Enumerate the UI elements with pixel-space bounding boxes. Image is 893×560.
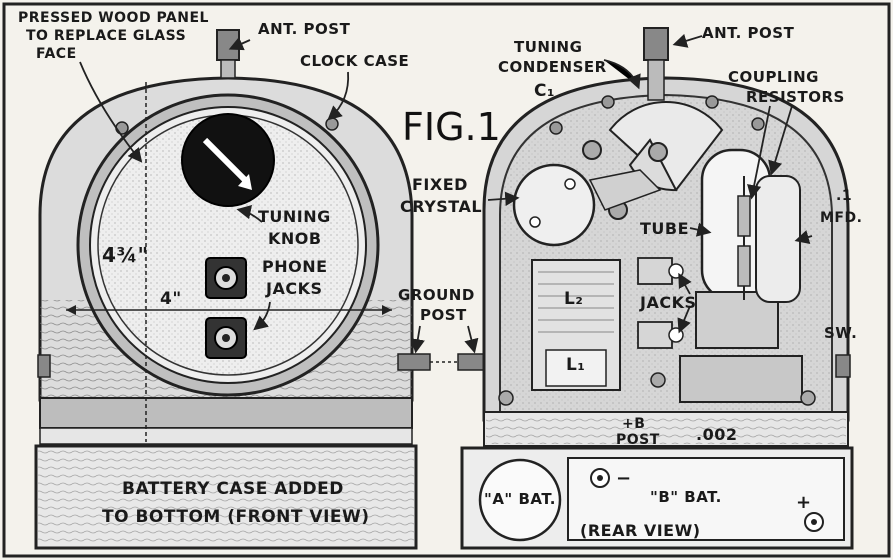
tube-label: TUBE	[640, 219, 689, 238]
ground-post	[397, 325, 491, 371]
capacitor-01mfd	[755, 175, 801, 303]
front-view	[34, 29, 418, 550]
tuning-condenser-label-line3: C₁	[534, 81, 555, 101]
plus-sign: +	[796, 492, 812, 513]
rear-view	[460, 27, 854, 550]
fixed-crystal	[512, 163, 596, 247]
b-battery	[567, 457, 845, 541]
panel-label-line1: PRESSED WOOD PANEL	[18, 10, 209, 26]
b-post-label-line2: POST	[616, 432, 660, 448]
b-post-label-line1: +B	[622, 416, 645, 432]
jacks-label: JACKS	[639, 293, 697, 312]
coil-l1	[545, 349, 607, 387]
phone-jacks-label-line1: PHONE	[262, 257, 328, 276]
figure-title: FIG.1	[402, 105, 501, 149]
fixed-crystal-label-line1: FIXED	[412, 175, 468, 194]
terminal-strip	[679, 355, 803, 403]
tuning-knob-label-line1: TUNING	[258, 207, 331, 226]
minus-sign: −	[616, 468, 632, 489]
rear-view-label: (REAR VIEW)	[580, 521, 701, 540]
rear-ant-post-label: ANT. POST	[702, 24, 795, 42]
fixed-crystal-label-line2: CRYSTAL	[400, 197, 482, 216]
b-post-terminal	[650, 372, 666, 388]
tuning-condenser-label-line1: TUNING	[514, 38, 582, 56]
front-ant-post	[216, 29, 240, 61]
panel-label-line2: TO REPLACE GLASS	[26, 28, 186, 44]
phone-jacks-label-line2: JACKS	[265, 279, 323, 298]
switch	[835, 354, 851, 378]
coupling-resistors-label-line2: RESISTORS	[746, 88, 845, 106]
front-base-band	[39, 397, 413, 429]
clock-case-label: CLOCK CASE	[300, 52, 409, 70]
ground-post-label-line2: POST	[420, 306, 467, 324]
ground-post-label-line1: GROUND	[398, 286, 475, 304]
cap-002-label: .002	[696, 425, 737, 444]
width-dimension-label: 4"	[160, 289, 182, 309]
coupling-resistors-label-line1: COUPLING	[728, 68, 819, 86]
rear-jack-bottom	[637, 321, 673, 349]
capacitor-label-line1: .1	[836, 188, 852, 204]
bezel-screw	[115, 121, 129, 135]
b-bat-label: "B" BAT.	[650, 488, 722, 506]
knob-pointer	[202, 137, 248, 183]
rear-jack-top	[637, 257, 673, 285]
tuning-knob-label-line2: KNOB	[268, 229, 322, 248]
capacitor-label-line2: MFD.	[820, 210, 862, 226]
coil-l1-label: L₁	[566, 355, 585, 375]
battery-case-label-line2: TO BOTTOM (FRONT VIEW)	[102, 507, 370, 527]
switch-label: SW.	[824, 324, 857, 342]
bezel-screw	[325, 117, 339, 131]
a-battery	[478, 458, 562, 542]
front-side-post	[37, 354, 51, 378]
rear-ant-post	[643, 27, 669, 61]
panel-label-line3: FACE	[36, 46, 77, 62]
battery-case-label-line1: BATTERY CASE ADDED	[122, 479, 344, 499]
tuning-condenser-label-line2: CONDENSER	[498, 58, 607, 76]
coil-l2-label: L₂	[564, 289, 583, 309]
height-dimension-label: 4¾"	[102, 243, 149, 267]
a-bat-label: "A" BAT.	[484, 490, 556, 508]
front-ant-post-label: ANT. POST	[258, 20, 351, 38]
